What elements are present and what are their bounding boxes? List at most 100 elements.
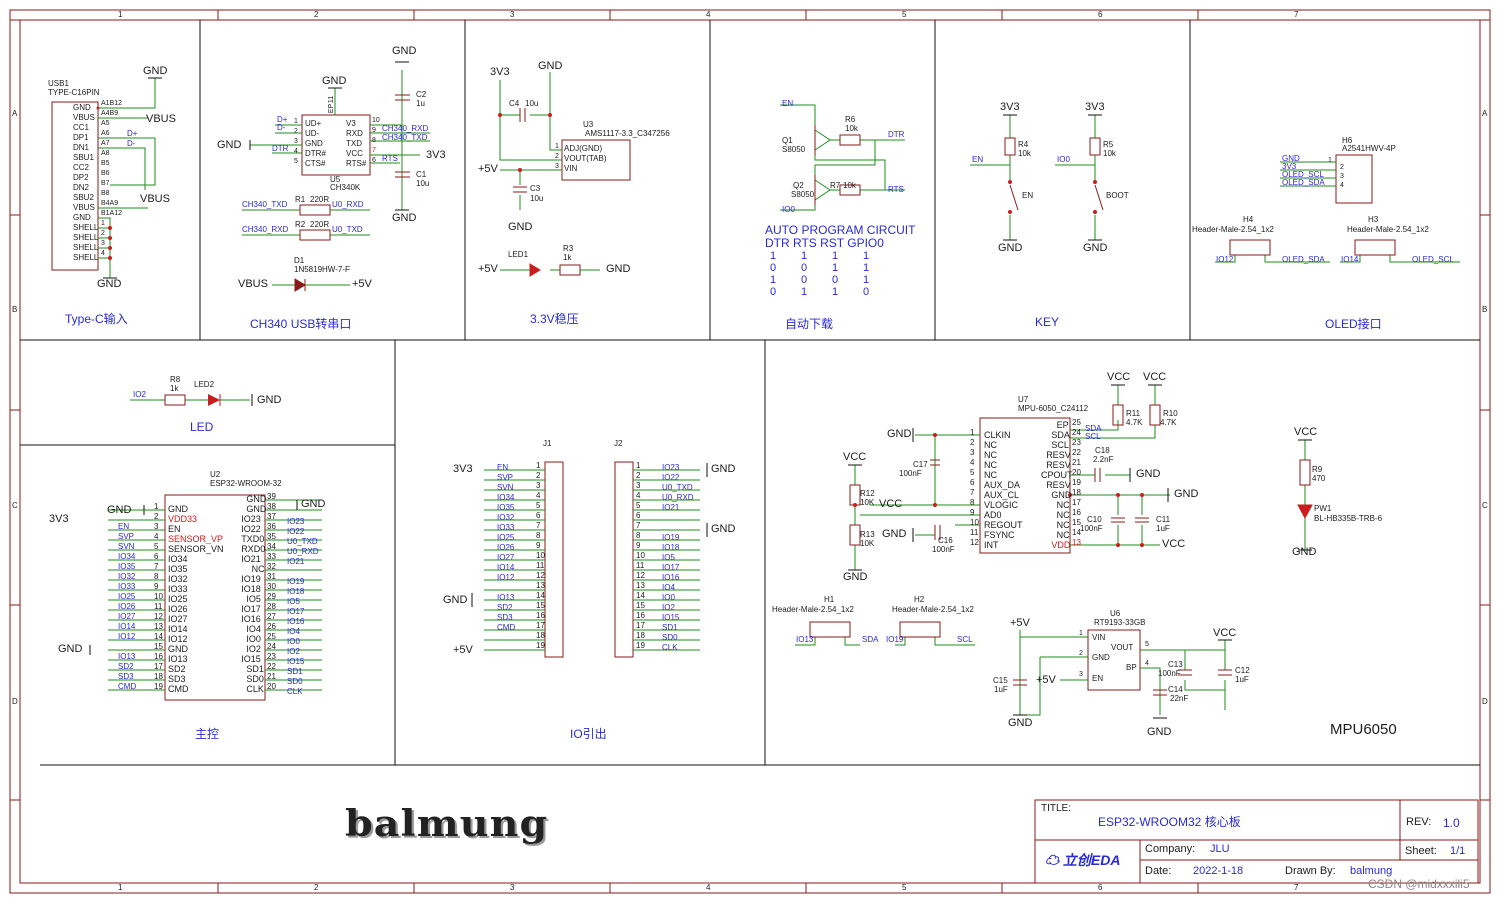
section-io-label: IO引出 — [570, 727, 607, 741]
j2-num: 14 — [636, 591, 645, 600]
u3-value: AMS1117-3.3_C347256 — [585, 129, 670, 138]
u2-num-right: 34 — [267, 542, 276, 551]
j1-net: IO12 — [497, 573, 515, 582]
usb1-pin-name: SHELL — [73, 253, 99, 262]
j1-num: 5 — [536, 501, 541, 510]
row-c: C — [12, 501, 18, 510]
u7-num-right: 16 — [1072, 508, 1081, 517]
u5-pin-left: CTS# — [305, 159, 326, 168]
usb1-pin-num: 4 — [101, 250, 105, 257]
u2-num-right: 21 — [267, 672, 276, 681]
h4-ref: H4 — [1243, 215, 1254, 224]
usb1-value: TYPE-C16PIN — [48, 88, 100, 97]
u2-num-left: 13 — [154, 622, 163, 631]
r1-net-b: U0_RXD — [332, 200, 364, 209]
c18-gnd: GND — [1136, 468, 1161, 480]
usb1-pin-num: B8 — [101, 190, 110, 197]
u2-net-left: SVP — [118, 532, 135, 541]
u2-gnd-left-top: GND — [107, 504, 132, 516]
r7-value: 10k — [843, 181, 856, 190]
u7-pin-right: NC — [1056, 510, 1070, 520]
title-label: TITLE: — [1041, 803, 1072, 814]
u6-num-4: 4 — [1145, 660, 1149, 667]
section-mpu-label: MPU6050 — [1330, 721, 1397, 738]
u6-net-vcc: VCC — [1213, 627, 1237, 639]
j2-net: U0_TXD — [662, 483, 693, 492]
u6-gnd-right: GND — [1147, 726, 1172, 738]
r2-ref: R2 — [295, 220, 306, 229]
u6-net-5v-vin: +5V — [1010, 617, 1030, 629]
auto-net-dtr: DTR — [888, 130, 905, 139]
u7-num-left: 4 — [970, 458, 975, 467]
q1-value: S8050 — [782, 145, 806, 154]
section-auto-label: 自动下载 — [785, 317, 834, 331]
u2-num-left: 8 — [154, 572, 159, 581]
c1-gnd: GND — [392, 212, 417, 224]
j2-num: 19 — [636, 641, 645, 650]
usb1-pin-name: DN2 — [73, 183, 90, 192]
auto-program-symbol — [780, 104, 905, 211]
j2-num: 8 — [636, 531, 641, 540]
u7-net-scl: SCL — [1085, 432, 1101, 441]
section-ldo-label: 3.3V稳压 — [530, 312, 579, 326]
u2-pin-left: IO34 — [168, 554, 188, 564]
u3-pin-vin: VIN — [564, 164, 578, 173]
usb1-pin-name: DP2 — [73, 173, 89, 182]
u2-pin-right: SD1 — [246, 664, 264, 674]
usb1-pin-num: A1B12 — [101, 100, 123, 107]
u2-net-right: IO5 — [287, 597, 300, 606]
sheet-label: Sheet: — [1405, 845, 1437, 857]
c15-ref: C15 — [993, 676, 1008, 685]
h2-value: Header-Male-2.54_1x2 — [892, 605, 974, 614]
auto-table-cell: 0 — [770, 286, 777, 298]
u2-net-right: IO17 — [287, 607, 305, 616]
u6-value: RT9193-33GB — [1094, 618, 1146, 627]
u7-pin-right: RESV — [1046, 450, 1071, 460]
c18-value: 2.2nF — [1093, 455, 1114, 464]
led2-gnd: GND — [257, 394, 282, 406]
r13-gnd: GND — [843, 571, 868, 583]
u2-ref: U2 — [210, 470, 221, 479]
u5-num-right: 9 — [372, 127, 376, 134]
u7-num-left: 3 — [970, 448, 975, 457]
u3-num-3: 3 — [555, 163, 559, 170]
j2-net: U0_RXD — [662, 493, 694, 502]
j1-num: 15 — [536, 601, 545, 610]
r1-value: 220R — [310, 195, 330, 204]
usb1-pin-num: B1A12 — [101, 210, 123, 217]
auto-table-cell: 0 — [801, 262, 808, 274]
sw-en-label: EN — [1022, 191, 1034, 200]
usb1-pin-num: A5 — [101, 120, 110, 127]
usb1-net-vbus-top: VBUS — [146, 113, 176, 125]
u7-pin-right: RESV — [1046, 460, 1071, 470]
d1-value: 1N5819HW-7-F — [294, 265, 350, 274]
col-7-bottom: 7 — [1294, 883, 1299, 892]
section-key-label: KEY — [1035, 315, 1060, 329]
u7-num-left: 11 — [970, 528, 979, 537]
u7-pin-left: AUX_CL — [984, 490, 1020, 500]
r3-value: 1k — [563, 253, 572, 262]
c18-ref: C18 — [1095, 446, 1110, 455]
j2-net: IO21 — [662, 503, 680, 512]
u6-num-3: 3 — [1079, 671, 1083, 678]
section-dividers — [20, 20, 1480, 766]
u2-num-left: 2 — [154, 512, 159, 521]
r9-value: 470 — [1312, 474, 1326, 483]
h2-ref: H2 — [914, 595, 925, 604]
u7-pin-left: NC — [984, 450, 997, 460]
row-d-right: D — [1482, 697, 1488, 706]
u7-num-right: 25 — [1072, 418, 1081, 427]
r11-value: 4.7K — [1126, 418, 1143, 427]
col-2: 2 — [314, 10, 319, 19]
c10-ref: C10 — [1087, 515, 1102, 524]
u5-pin-left: DTR# — [305, 149, 326, 158]
r7-ref: R7 — [830, 181, 841, 190]
usb1-pin-num: A8 — [101, 150, 110, 157]
auto-table-cell: 1 — [801, 286, 808, 298]
j1-num: 8 — [536, 531, 541, 540]
u5-ref: U5 — [330, 175, 341, 184]
u5-pin-right: RXD — [346, 129, 363, 138]
u2-net-left: CMD — [118, 682, 137, 691]
u2-net-right: U0_RXD — [287, 547, 319, 556]
u2-net-left: EN — [118, 522, 130, 531]
